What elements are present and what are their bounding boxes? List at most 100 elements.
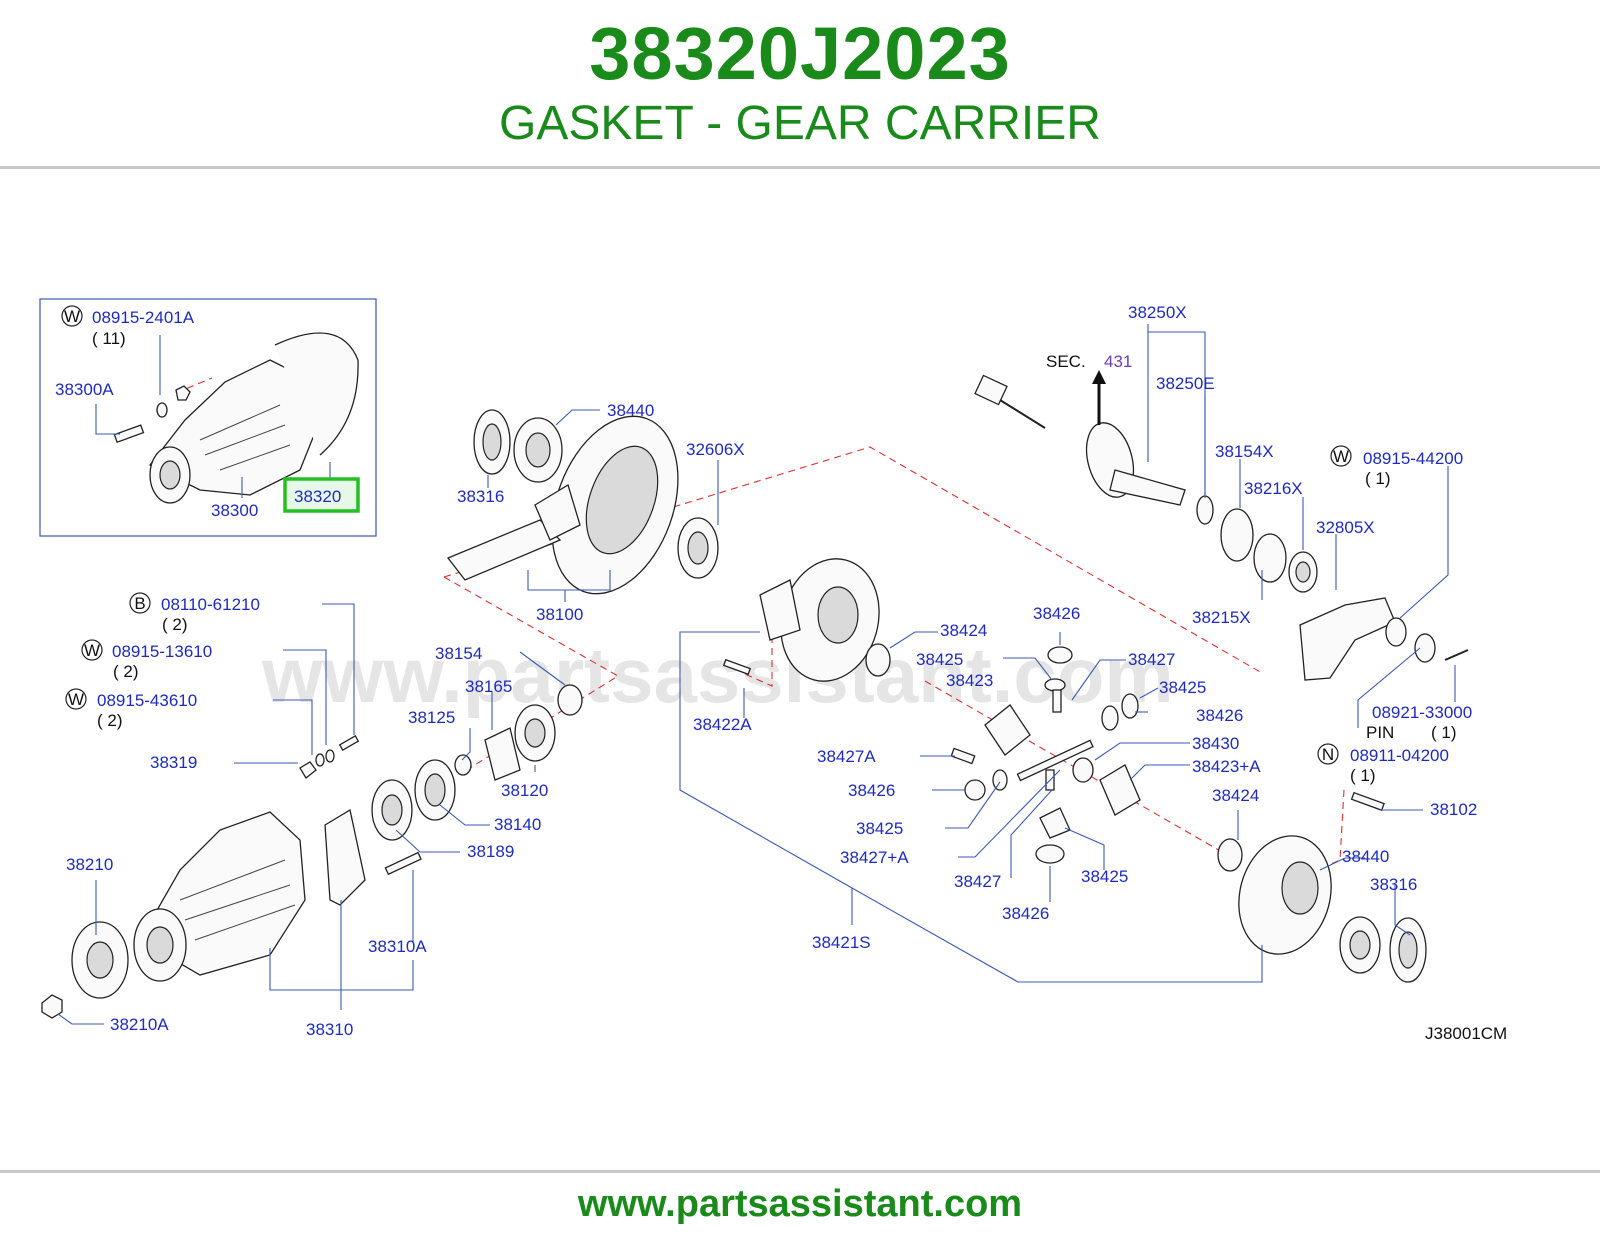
thrust-washers-38424-drawing <box>865 643 1243 872</box>
small-fasteners-38319-drawing <box>299 735 360 779</box>
part-name-subtitle: GASKET - GEAR CARRIER <box>499 97 1101 150</box>
footer-divider <box>0 1170 1600 1173</box>
label-qty-2b: ( 2) <box>113 662 139 681</box>
label-08110-61210: 08110-61210 <box>161 595 260 614</box>
label-w4: W <box>1333 447 1349 466</box>
label-38425-d: 38425 <box>1081 867 1128 886</box>
label-38100: 38100 <box>536 605 583 624</box>
w-badge-circle <box>61 305 83 327</box>
label-38425-c: 38425 <box>856 819 903 838</box>
assembly-dash-left <box>443 576 620 774</box>
label-38215X: 38215X <box>1192 608 1251 627</box>
part-number-title: 38320J2023 <box>589 12 1011 95</box>
ring-gear-and-pinion-drawing <box>446 415 679 595</box>
label-38423-plus-A: 38423+A <box>1192 757 1261 776</box>
label-38210A: 38210A <box>110 1015 169 1034</box>
inset-frame <box>39 298 377 537</box>
label-n1: N <box>1322 745 1334 764</box>
label-38300A: 38300A <box>55 380 114 399</box>
w3-badge-circle <box>65 688 87 710</box>
label-38154X: 38154X <box>1215 442 1274 461</box>
label-38426-d: 38426 <box>1002 904 1049 923</box>
label-pin: PIN <box>1366 723 1394 742</box>
n-badge-circle <box>1317 743 1339 765</box>
label-38154: 38154 <box>435 644 482 663</box>
shift-fork-32805X-drawing <box>1299 597 1469 681</box>
label-sec-431: 431 <box>1104 352 1132 371</box>
label-qty-1c: ( 1) <box>1350 766 1376 785</box>
label-38423: 38423 <box>946 671 993 690</box>
label-08915-2401A: 08915-2401A <box>92 308 195 327</box>
label-w2: W <box>84 641 100 660</box>
sensor-and-shaft-38250X-drawing <box>974 374 1318 593</box>
w2-badge-circle <box>81 639 103 661</box>
label-38316-bottom: 38316 <box>1370 875 1417 894</box>
label-38140: 38140 <box>494 815 541 834</box>
label-38250E: 38250E <box>1156 374 1215 393</box>
label-sec: SEC. <box>1046 352 1086 371</box>
label-08921-33000: 08921-33000 <box>1372 703 1472 722</box>
label-w1: W <box>64 307 80 326</box>
leader-lines <box>57 324 1456 1025</box>
label-08911-04200: 08911-04200 <box>1350 746 1449 765</box>
label-b1: B <box>134 594 145 613</box>
header-divider <box>0 166 1600 169</box>
label-38210: 38210 <box>66 855 113 874</box>
label-38424-a: 38424 <box>940 621 987 640</box>
label-32805X: 32805X <box>1316 518 1375 537</box>
label-38424-b: 38424 <box>1212 786 1259 805</box>
label-qty-2a: ( 2) <box>162 615 188 634</box>
label-qty-2c: ( 2) <box>97 711 123 730</box>
bolt-38422A-drawing <box>722 658 752 676</box>
highlight-box-38320 <box>283 477 360 513</box>
callout-labels: W 08915-2401A ( 11) 38300A 38300 38320 3… <box>55 303 1507 1043</box>
page-header: 38320J2023 GASKET - GEAR CARRIER <box>0 0 1600 168</box>
label-32606X: 32606X <box>686 440 745 459</box>
label-qty-11: ( 11) <box>92 329 126 348</box>
pinion-bearings-upper-drawing <box>473 409 563 483</box>
label-38189: 38189 <box>467 842 514 861</box>
side-bearing-32606X-drawing <box>677 517 719 579</box>
inset-nut-washer-bolt-drawing <box>113 385 191 444</box>
label-qty-1a: ( 1) <box>1365 469 1391 488</box>
label-38426-c: 38426 <box>848 781 895 800</box>
companion-flange-38210-drawing <box>41 921 129 1019</box>
label-38422A: 38422A <box>693 715 752 734</box>
label-38427-plus-A: 38427+A <box>840 848 909 867</box>
label-38425-a: 38425 <box>916 650 963 669</box>
carrier-housing-inset-drawing <box>149 332 359 504</box>
label-38120: 38120 <box>501 781 548 800</box>
label-38216X: 38216X <box>1244 479 1303 498</box>
differential-case-right-drawing <box>1238 835 1427 983</box>
label-38427-a: 38427 <box>1128 650 1175 669</box>
label-08915-44200: 08915-44200 <box>1363 449 1463 468</box>
label-38250X: 38250X <box>1128 303 1187 322</box>
label-38425-b: 38425 <box>1159 678 1206 697</box>
label-38316-top: 38316 <box>457 487 504 506</box>
label-qty-1b: ( 1) <box>1431 723 1457 742</box>
label-38320-highlighted: 38320 <box>294 487 341 506</box>
label-38310A: 38310A <box>368 937 427 956</box>
label-38426-a: 38426 <box>1033 604 1080 623</box>
b-badge-circle <box>129 592 151 614</box>
label-38319: 38319 <box>150 753 197 772</box>
label-08915-13610: 08915-13610 <box>112 642 212 661</box>
label-38430: 38430 <box>1192 734 1239 753</box>
label-w3: W <box>68 690 84 709</box>
bolt-38102-drawing <box>1350 791 1385 812</box>
diagram-code: J38001CM <box>1425 1024 1507 1043</box>
label-38440-top: 38440 <box>607 401 654 420</box>
label-08915-43610: 08915-43610 <box>97 691 197 710</box>
label-38427-b: 38427 <box>954 872 1001 891</box>
footer-website-url[interactable]: www.partsassistant.com <box>577 1183 1023 1225</box>
carrier-housing-38310-drawing <box>133 808 422 982</box>
label-38426-b: 38426 <box>1196 706 1243 725</box>
label-38421S: 38421S <box>812 933 871 952</box>
watermark-text: www.partsassistant.com <box>261 631 1174 719</box>
w4-badge-circle <box>1330 445 1352 467</box>
label-38165: 38165 <box>465 677 512 696</box>
label-38102: 38102 <box>1430 800 1477 819</box>
label-38440-bottom: 38440 <box>1342 847 1389 866</box>
arrow-sec-431 <box>1092 370 1106 425</box>
